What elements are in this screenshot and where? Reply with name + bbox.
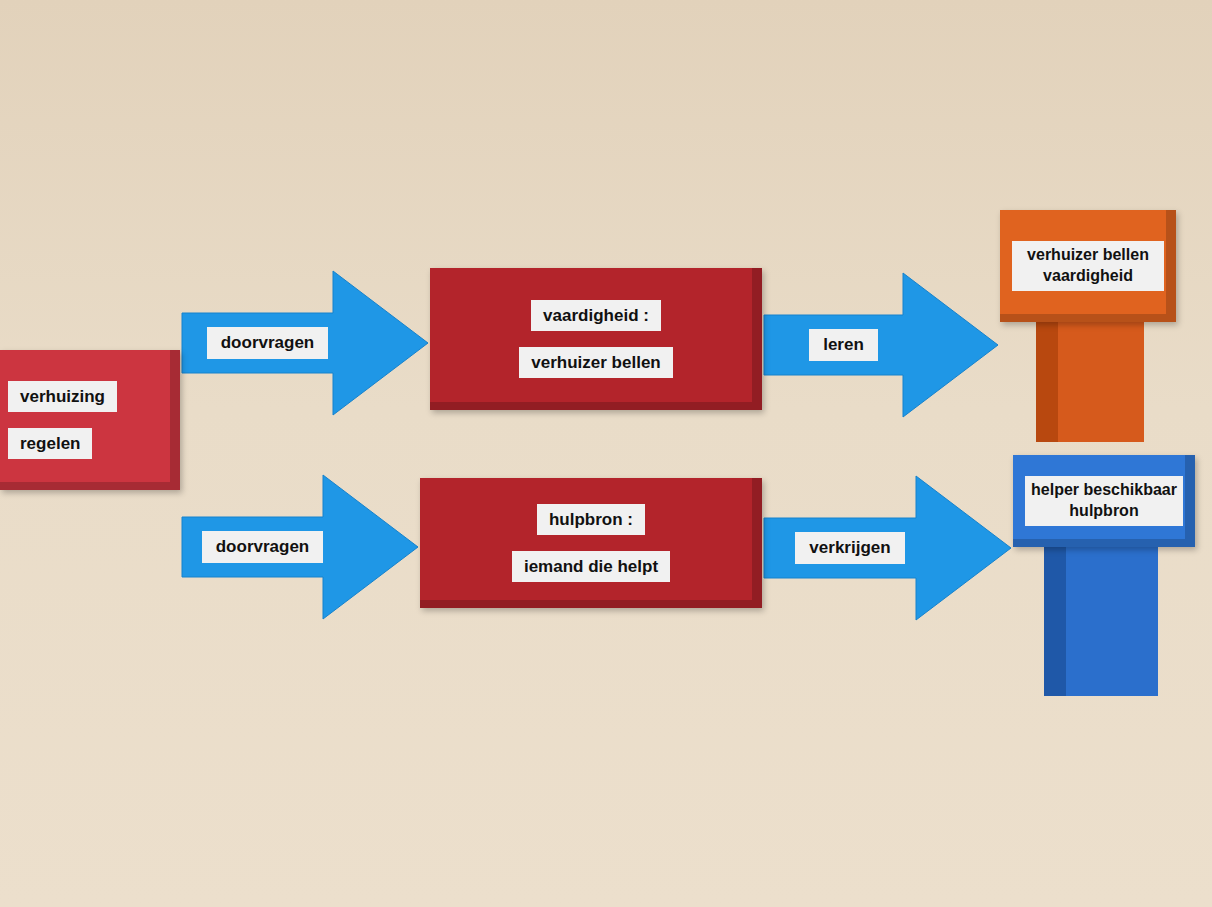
arrow-shape <box>764 273 998 417</box>
label-strip: verhuizing <box>8 381 117 412</box>
blue-column-side <box>1044 530 1066 696</box>
arrow-label: doorvragen <box>207 327 329 359</box>
task-block: verhuizing regelen <box>0 350 180 490</box>
block-arrow <box>182 475 418 619</box>
block-arrow <box>764 273 998 417</box>
label-strip: regelen <box>8 428 92 459</box>
label-strip: iemand die helpt <box>512 551 670 582</box>
arrow-shape <box>182 271 428 415</box>
block-arrow <box>764 476 1011 620</box>
arrow-shape <box>182 475 418 619</box>
label-strip: verhuizer bellen <box>519 347 672 378</box>
label-strip: helper beschikbaar hulpbron <box>1025 476 1183 526</box>
resource-result-block: helper beschikbaar hulpbron <box>1013 455 1195 547</box>
label-strip: verhuizer bellen vaardigheid <box>1012 241 1164 291</box>
block-arrow <box>182 271 428 415</box>
blue-column <box>1044 530 1158 696</box>
skill-block: vaardigheid : verhuizer bellen <box>430 268 762 410</box>
arrow-label: leren <box>809 329 878 361</box>
resource-block: hulpbron : iemand die helpt <box>420 478 762 608</box>
label-strip: vaardigheid : <box>531 300 661 331</box>
arrow-label: verkrijgen <box>795 532 904 564</box>
skill-result-block: verhuizer bellen vaardigheid <box>1000 210 1176 322</box>
arrow-label: doorvragen <box>202 531 324 563</box>
label-strip: hulpbron : <box>537 504 645 535</box>
arrow-shape <box>764 476 1011 620</box>
